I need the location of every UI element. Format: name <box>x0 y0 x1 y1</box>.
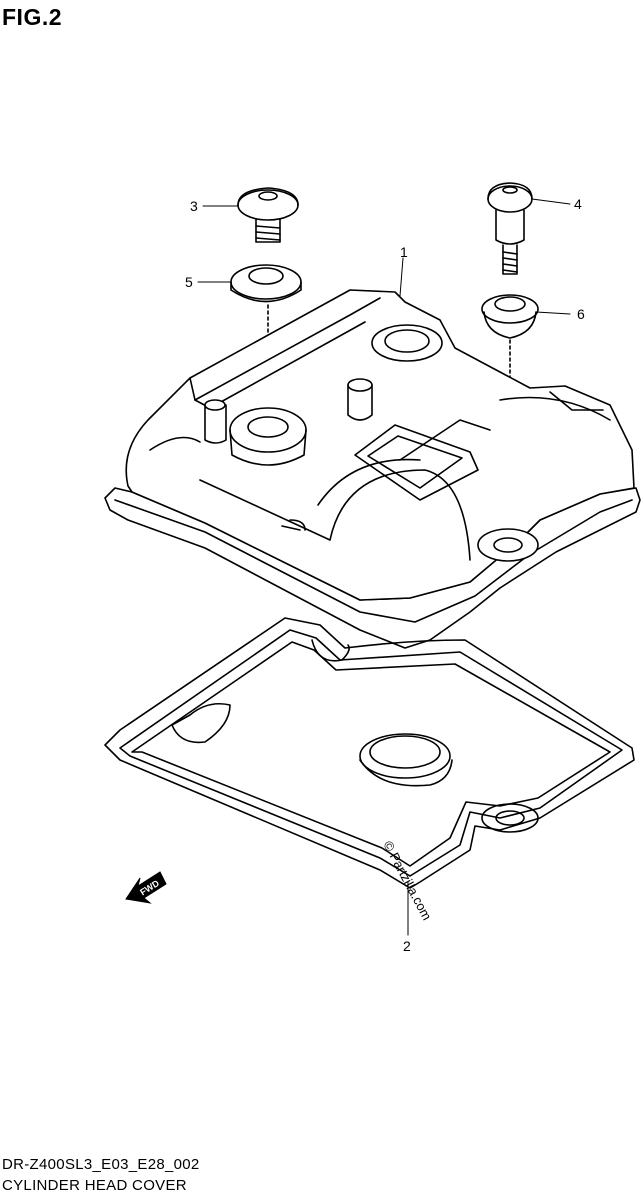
bolt-part-3[interactable] <box>237 187 299 243</box>
callout-3: 3 <box>190 198 198 214</box>
callout-1: 1 <box>400 244 408 260</box>
diagram-name: CYLINDER HEAD COVER <box>2 1177 187 1194</box>
callout-2: 2 <box>403 938 411 954</box>
callout-6: 6 <box>577 306 585 322</box>
forward-arrow-icon: FWD <box>125 871 167 904</box>
cylinder-head-cover-part-1[interactable] <box>104 289 641 649</box>
diagram-code: DR-Z400SL3_E03_E28_002 <box>2 1156 200 1173</box>
washer-part-5[interactable] <box>230 264 302 303</box>
leader-lines <box>197 198 571 936</box>
grommet-part-6[interactable] <box>481 294 539 339</box>
figure-title: FIG.2 <box>2 4 63 30</box>
callout-4: 4 <box>574 196 582 212</box>
bolt-part-4[interactable] <box>487 182 533 275</box>
gasket-part-2[interactable] <box>104 617 635 889</box>
callout-5: 5 <box>185 274 193 290</box>
